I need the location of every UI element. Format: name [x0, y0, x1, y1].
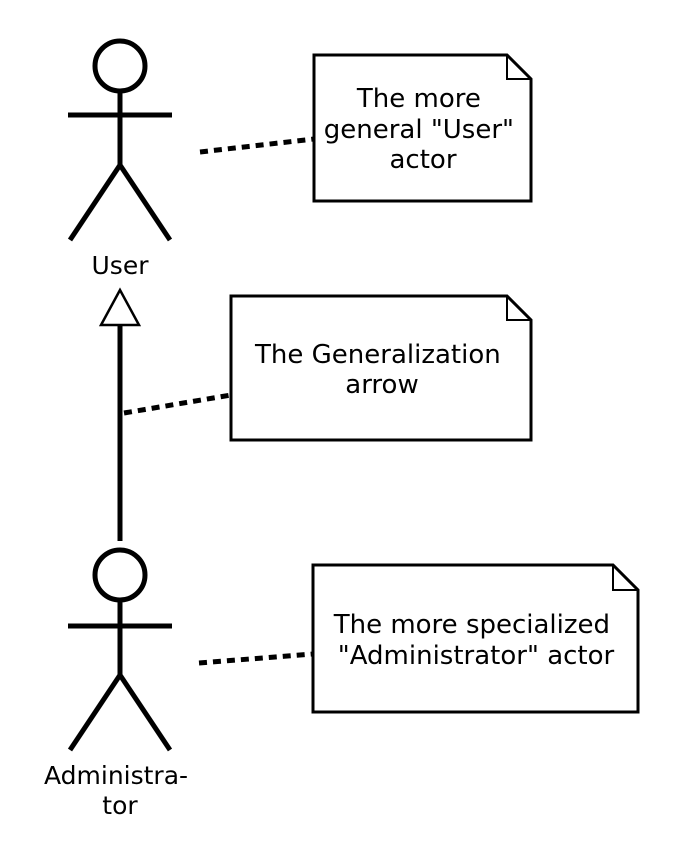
administrator-note-folded-corner	[612, 565, 638, 591]
generalization-note-folded-corner	[506, 296, 531, 321]
generalization-note: The Generalization arrow	[229, 294, 533, 442]
administrator-note: The more specialized "Administrator" act…	[311, 563, 640, 714]
user-note-folded-corner	[506, 55, 531, 80]
generalization-note-connector	[123, 392, 232, 416]
user-note-box	[312, 53, 533, 203]
user-actor-right-leg	[117, 163, 173, 242]
user-actor-left-leg	[67, 163, 123, 242]
generalization-arrow	[98, 287, 142, 541]
generalization-note-text: The Generalization arrow	[254, 340, 509, 400]
administrator-note-box	[311, 563, 640, 714]
user-actor-head	[92, 38, 148, 94]
generalization-note-box	[229, 294, 533, 442]
generalization-arrowhead	[98, 287, 142, 327]
user-note-connector	[199, 136, 315, 155]
user-note: The more general "User" actor	[312, 53, 533, 203]
administrator-actor-head	[92, 547, 148, 603]
user-note-text: The more general "User" actor	[324, 84, 523, 175]
administrator-note-text: The more specialized "Administrator" act…	[333, 610, 619, 671]
administrator-actor-left-leg	[67, 673, 123, 752]
user-actor-label: User	[92, 251, 150, 280]
user-actor	[67, 38, 173, 242]
administrator-note-connector	[198, 651, 314, 666]
administrator-actor-right-leg	[117, 673, 173, 752]
administrator-actor-label: Administra- tor	[44, 761, 196, 820]
administrator-actor	[67, 547, 173, 752]
